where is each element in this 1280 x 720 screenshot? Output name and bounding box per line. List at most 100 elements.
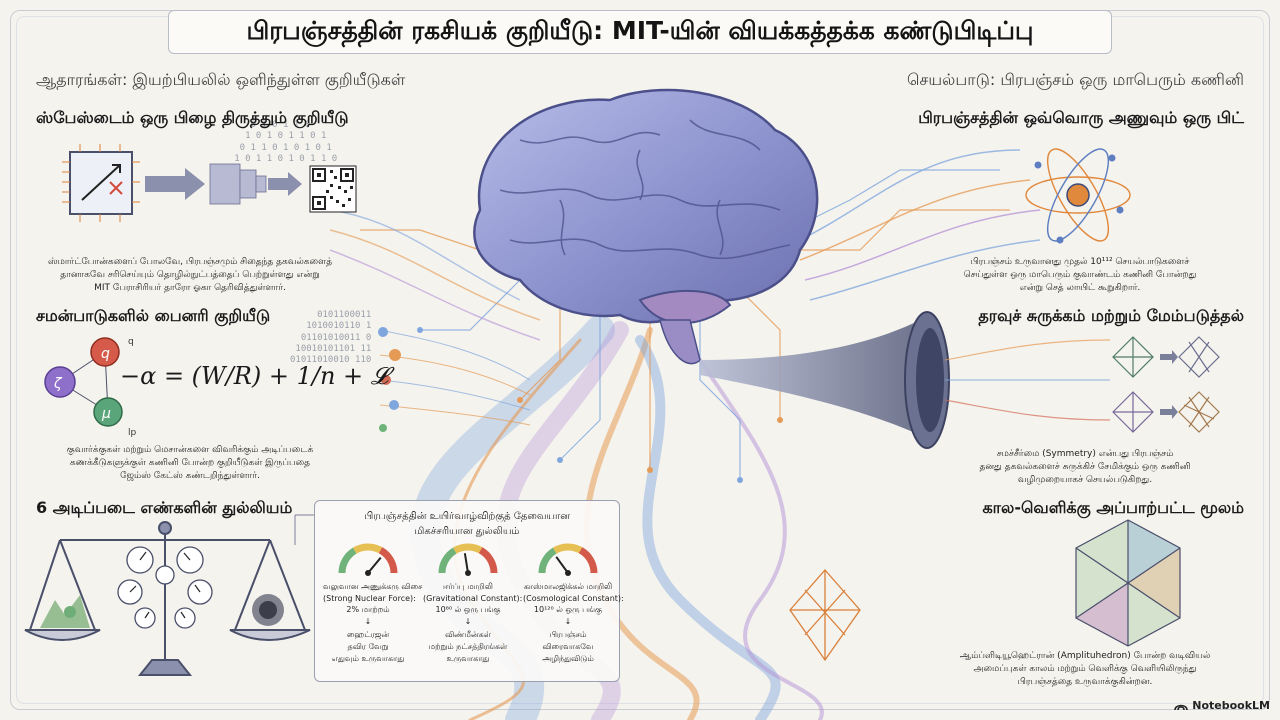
brand-name: NotebookLM <box>1192 699 1270 712</box>
particle-label-lp: lp <box>128 428 137 438</box>
gauge-dial-icon <box>538 543 598 576</box>
caption-line: ஆம்ப்ளிடியூஹெட்ரான் (Amplituhedron) போன்… <box>959 651 1211 661</box>
gauge-label-line: வலுவான அணுக்கரு விசை <box>323 582 423 591</box>
amplituhedron <box>1075 519 1181 647</box>
section-title-spacetime: ஸ்பேஸ்டைம் ஒரு பிழை திருத்தும் குறியீடு <box>36 108 349 127</box>
caption-binary: குவார்க்குகள் மற்றும் மெசான்களை விவரிக்க… <box>30 444 350 483</box>
svg-text:ζ: ζ <box>53 376 63 392</box>
gauge-label: ஈர்ப்பு மாறிலி (Gravitational Constant):… <box>423 581 523 627</box>
left-data-stream <box>329 209 541 341</box>
gauge-title-line: பிரபஞ்சத்தின் உயிர்வாழ்விற்குத் தேவையான <box>364 511 570 522</box>
binary-nodes <box>378 327 401 432</box>
caption-line: அமைப்புகள் காலம் மற்றும் வெளிக்கு வெளியி… <box>973 664 1197 675</box>
horn-output-lines <box>944 339 1111 421</box>
spacetime-arrow <box>145 168 205 200</box>
section-title-compression: தரவுச் சுருக்கம் மற்றும் மேம்படுத்தல் <box>978 306 1244 325</box>
caption-line: சமச்சீர்மை (Symmetry) என்பது பிரபஞ்சம் <box>996 449 1174 459</box>
notebooklm-logo-icon <box>1174 704 1189 710</box>
gauge-arc-segment <box>538 547 557 574</box>
gauge-needle <box>463 553 469 574</box>
particle-diagram: ζ q μ <box>44 337 123 427</box>
page-title: பிரபஞ்சத்தின் ரகசியக் குறியீடு: MIT-யின்… <box>246 15 1034 45</box>
atom-illustration <box>1025 148 1131 242</box>
gauge-hub <box>565 570 571 576</box>
qr-code <box>309 165 357 213</box>
gauge-label-line: 2% மாற்றம் <box>346 605 390 615</box>
gauge-label-line: (Cosmological Constant): <box>523 593 624 603</box>
right-strip-label: செயல்பாடு: பிரபஞ்சம் ஒரு மாபெரும் கணினி <box>907 70 1244 89</box>
caption-line: தானாகவே சரிசெய்யும் தொழில்நுட்பத்தைப் பெ… <box>60 270 320 281</box>
caption-line: குவார்க்குகள் மற்றும் மெசான்களை விவரிக்க… <box>66 445 314 455</box>
section-title-binary: சமன்பாடுகளில் பைனரி குறியீடு <box>36 306 271 325</box>
gauge-arc-segment <box>552 543 583 554</box>
caption-line: வழிமுறையாகச் செயல்படுகிறது. <box>1017 475 1153 486</box>
gauge-label-line: (Strong Nuclear Force): <box>323 593 416 603</box>
horn-illustration <box>700 311 950 449</box>
compression-crystals <box>1112 336 1220 433</box>
pixel-blocks <box>209 163 267 205</box>
gauge-effect-line: விண்மீன்கள் <box>445 630 491 640</box>
caption-bits: பிரபஞ்சம் உருவானது முதல் 10¹¹² செயல்பாடு… <box>930 256 1230 295</box>
caption-line: ஸ்மார்ட்போன்களைப் போலவே, பிரபஞ்சமும் சித… <box>47 257 333 267</box>
caption-line: என்று செத் லாயிட் கூறுகிறார். <box>1019 283 1141 294</box>
section-title-origin: கால-வெளிக்கு அப்பாற்பட்ட மூலம் <box>982 498 1244 517</box>
gauge-dial-icon <box>338 543 398 576</box>
spacetime-arrow-2 <box>268 172 302 196</box>
caption-line: பிரபஞ்சத்தை உருவாக்குகின்றன. <box>1017 677 1153 688</box>
balance-right-content <box>252 594 284 626</box>
gauge-title-line: மிகச்சரியான துல்லியம் <box>414 526 520 537</box>
qubit-chip <box>62 144 140 222</box>
gauge-arc-segment <box>438 547 457 574</box>
gauge-label-line: ↓ <box>464 616 472 626</box>
caption-line: செய்துள்ள ஒரு மாபெரும் குவாண்டம் கணினி ப… <box>963 270 1197 281</box>
gauge-label: வலுவான அணுக்கரு விசை (Strong Nuclear For… <box>323 581 423 627</box>
caption-line: MIT பேராசிரியர் தாரோ ஓகா தெரிவித்துள்ளார… <box>94 283 286 294</box>
gauge-arc-segment <box>578 547 598 574</box>
gauge-gravitational-constant: ஈர்ப்பு மாறிலி (Gravitational Constant):… <box>423 541 523 664</box>
gauge-effect-line: அழிந்துவிடும் <box>542 653 594 663</box>
gauge-effect-line: பிரபஞ்சம் <box>549 630 587 640</box>
gauge-effect-line: எதுவும் உருவாகாது <box>331 653 405 663</box>
gauge-effect-line: விரைவாகவே <box>542 641 594 651</box>
binary-digits-top: 0 1 0 1 1 0 1 0 1 0 1 1 0 1 0 1 1 0 1 0 … <box>234 120 338 164</box>
gauge-arc-segment <box>452 543 483 554</box>
wireframe-diamond <box>789 569 861 662</box>
gauge-strong-force: வலுவான அணுக்கரு விசை (Strong Nuclear For… <box>323 541 423 664</box>
caption-line: தனது தகவல்களைச் சுருக்கிச் சேமிக்கும் ஒர… <box>979 462 1191 473</box>
gauge-arc-segment <box>378 547 398 574</box>
gauge-cosmological-constant: காஸ்மாலஜிக்கல் மாறிலி (Cosmological Cons… <box>523 541 624 664</box>
svg-text:μ: μ <box>101 406 111 422</box>
gauge-arc-segment <box>352 543 383 554</box>
gauge-effect: ஹைட்ரஜன் தவிர வேறு எதுவும் உருவாகாது <box>323 629 413 664</box>
gauge-effect: பிரபஞ்சம் விரைவாகவே அழிந்துவிடும் <box>523 629 613 664</box>
binary-digits-middle: 0101100011 1010010110 1 01101010011 0 10… <box>290 310 372 365</box>
atom-nucleus <box>1034 154 1124 244</box>
balance-scale <box>24 521 311 676</box>
brand-watermark: NotebookLM <box>1174 699 1270 712</box>
gauge-arc-segment <box>478 547 498 574</box>
gauge-arc-segment <box>338 547 357 574</box>
gauge-effect-line: உருவாகாது <box>446 653 490 663</box>
gauge-label-line: ஈர்ப்பு மாறிலி <box>443 582 493 591</box>
caption-origin: ஆம்ப்ளிடியூஹெட்ரான் (Amplituhedron) போன்… <box>930 650 1240 689</box>
gauge-label-line: (Gravitational Constant): <box>423 593 523 603</box>
gauge-label-line: 10⁶⁰ ல் ஒரு பங்கு <box>435 605 501 615</box>
gauge-needle <box>367 556 382 574</box>
gauge-label-line: ↓ <box>364 616 372 626</box>
gauge-label: காஸ்மாலஜிக்கல் மாறிலி (Cosmological Cons… <box>523 581 624 627</box>
gauge-effect: விண்மீன்கள் மற்றும் நட்சத்திரங்கள் உருவா… <box>423 629 513 664</box>
dial-needles <box>129 551 201 619</box>
caption-line: ஜேம்ஸ் கேட்ஸ் கண்டறிந்துள்ளார். <box>120 471 260 482</box>
brain-illustration <box>473 88 819 365</box>
section-title-bits: பிரபஞ்சத்தின் ஒவ்வொரு அணுவும் ஒரு பிட் <box>918 108 1244 127</box>
gauge-effect-line: ஹைட்ரஜன் <box>346 630 390 640</box>
gauge-effect-line: மற்றும் நட்சத்திரங்கள் <box>428 641 508 651</box>
circuit-nodes <box>417 327 783 483</box>
right-data-stream <box>799 149 1041 301</box>
left-strip-label: ஆதாரங்கள்: இயற்பியலில் ஒளிந்துள்ள குறியீ… <box>36 70 406 89</box>
section-title-constants: 6 அடிப்படை எண்களின் துல்லியம் <box>36 498 293 517</box>
gauge-label-line: காஸ்மாலஜிக்கல் மாறிலி <box>523 582 613 591</box>
binary-equation: −α = (W/R) + 1/n + 𝓛 <box>120 362 389 390</box>
balance-left-content <box>40 595 90 628</box>
gauge-box-connector <box>294 514 314 545</box>
